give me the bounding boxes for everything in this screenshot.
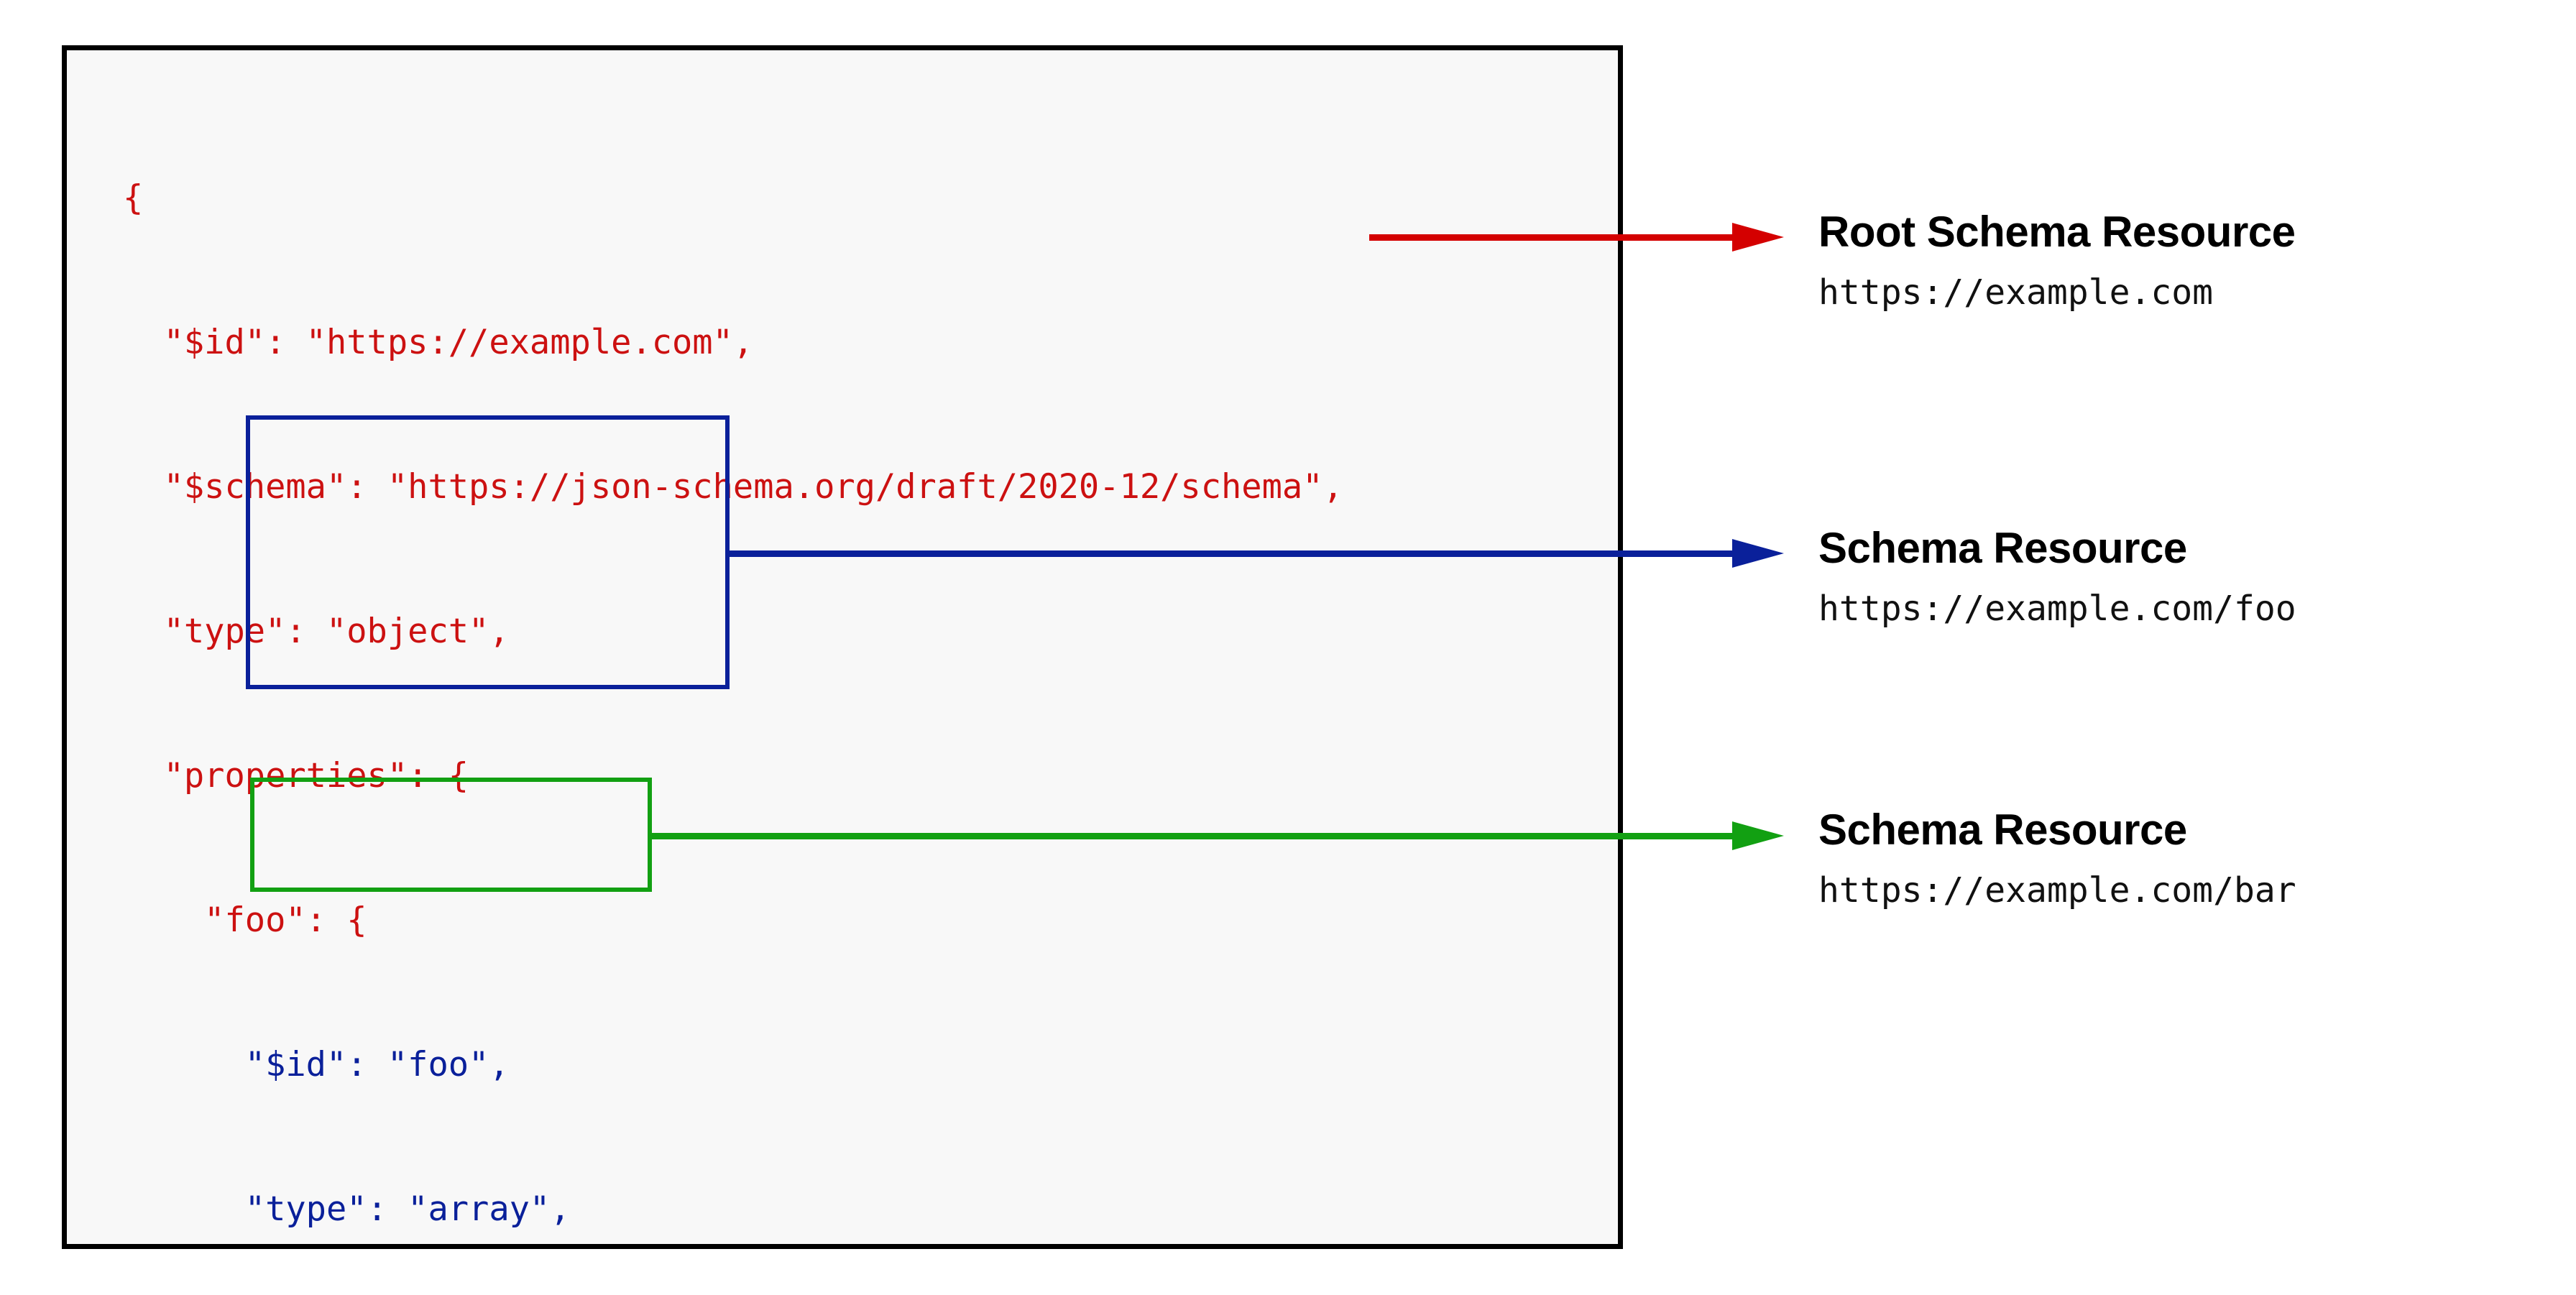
- json-schema-code-listing: { "$id": "https://example.com", "$schema…: [123, 78, 1343, 1295]
- code-line: "$schema": "https://json-schema.org/draf…: [123, 467, 1343, 507]
- annotation-title: Schema Resource: [1818, 806, 2187, 854]
- code-line: "$id": "foo",: [123, 1045, 510, 1084]
- arrow-shaft: [652, 833, 1743, 839]
- arrow-head-icon: [1732, 539, 1784, 568]
- annotation-foo-schema-resource: Schema Resource https://example.com/foo: [1818, 523, 2296, 629]
- arrow-bar-schema-resource: [652, 821, 1784, 850]
- highlight-box-foo-schema-resource: [246, 415, 730, 689]
- arrow-head-icon: [1732, 223, 1784, 252]
- annotation-title: Root Schema Resource: [1818, 208, 2296, 256]
- annotation-uri: https://example.com/foo: [1818, 589, 2296, 629]
- code-line: {: [123, 178, 144, 218]
- code-panel: { "$id": "https://example.com", "$schema…: [62, 45, 1623, 1249]
- code-line: "properties": {: [123, 756, 469, 796]
- arrow-shaft: [1369, 234, 1743, 241]
- code-line: "$id": "https://example.com",: [123, 323, 754, 362]
- arrow-foo-schema-resource: [730, 539, 1784, 568]
- code-line: "type": "array",: [123, 1189, 571, 1229]
- arrow-root-schema-resource: [1369, 223, 1784, 252]
- arrow-shaft: [730, 550, 1743, 557]
- annotation-uri: https://example.com/bar: [1818, 870, 2296, 911]
- arrow-head-icon: [1732, 821, 1784, 850]
- annotation-root-schema-resource: Root Schema Resource https://example.com: [1818, 207, 2296, 313]
- highlight-box-bar-schema-resource: [250, 778, 652, 892]
- annotation-title: Schema Resource: [1818, 524, 2187, 572]
- annotation-bar-schema-resource: Schema Resource https://example.com/bar: [1818, 805, 2296, 911]
- code-line: "foo": {: [123, 900, 367, 940]
- code-line: "type": "object",: [123, 612, 510, 651]
- annotation-uri: https://example.com: [1818, 272, 2214, 313]
